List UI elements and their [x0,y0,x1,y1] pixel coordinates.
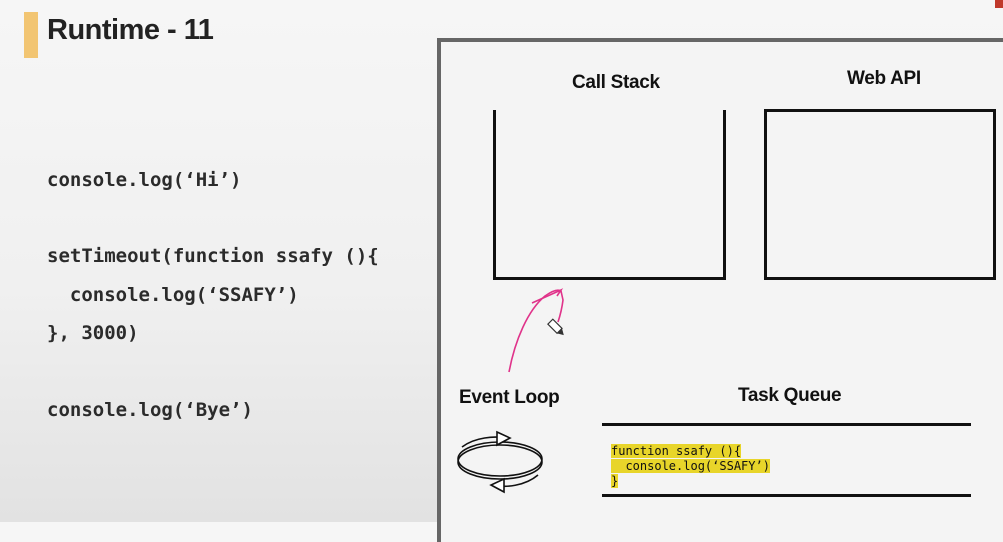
web-api-box [764,109,996,280]
code-line-log-hi: console.log(‘Hi’) [47,169,242,191]
task-queue-top-line [602,423,971,426]
diagram-overlay [457,288,564,494]
task-queue-callback: function ssafy (){ console.log(‘SSAFY’) … [611,444,770,489]
event-loop-cycle-icon [457,430,543,494]
corner-mark [995,0,1003,8]
web-api-label: Web API [847,68,921,89]
queue-line-3: } [611,474,619,488]
code-line-close: }, 3000) [47,322,139,344]
call-stack-label: Call Stack [572,72,660,93]
title-accent-bar [24,12,38,58]
annotation-arrowhead [531,288,564,304]
task-queue-bottom-line [602,494,971,497]
runtime-diagram-panel [437,38,1003,542]
code-line-log-bye: console.log(‘Bye’) [47,399,253,421]
pen-cursor-icon [547,318,564,336]
queue-line-1: function ssafy (){ [611,444,742,458]
code-line-log-ssafy: console.log(‘SSAFY’) [47,284,299,306]
slide-title: Runtime - 11 [47,14,214,46]
queue-line-2: console.log(‘SSAFY’) [611,459,770,473]
code-line-settimeout: setTimeout(function ssafy (){ [47,245,379,267]
call-stack-box [493,110,726,280]
event-loop-label: Event Loop [459,387,560,408]
annotation-arrow [508,289,564,373]
task-queue-label: Task Queue [738,385,842,406]
